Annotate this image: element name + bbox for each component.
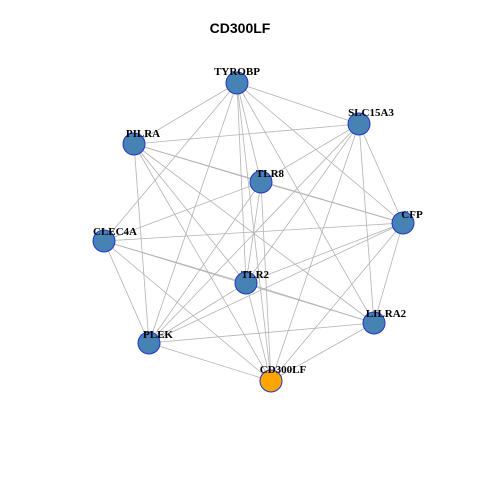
edge-clec4a-cd300lf [103,240,272,382]
edge-tyrobp-tlr2 [236,82,247,284]
node-tlr8 [249,170,273,194]
node-clec4a [92,229,116,253]
edge-slc15a3-pilra [133,123,360,145]
edge-cfp-lilra2 [373,222,404,324]
edge-tyrobp-pilra [133,82,238,145]
node-cfp [391,211,415,235]
edge-tlr2-cd300lf [245,282,272,382]
edge-pilra-plek [133,143,150,344]
edge-tlr8-plek [148,181,262,344]
node-lilra2 [362,311,386,335]
edge-lilra2-cd300lf [270,322,375,382]
node-label-tlr8: TLR8 [256,168,285,180]
diagram-title: CD300LF [209,20,271,36]
node-label-lilra2: LILRA2 [366,308,407,320]
edge-tlr8-cfp [260,181,404,224]
node-label-pilra: PILRA [126,128,160,140]
node-label-clec4a: CLEC4A [93,226,137,238]
edge-tyrobp-cfp [236,82,404,224]
node-label-cd300lf: CD300LF [260,364,307,376]
node-tyrobp [225,71,249,95]
node-label-cfp: CFP [401,209,423,221]
edge-pilra-lilra2 [133,143,375,324]
edge-lilra2-plek [148,322,375,344]
nodes-layer [92,71,415,393]
edge-slc15a3-tlr8 [260,123,360,183]
edge-tlr8-clec4a [103,181,262,242]
node-plek [137,331,161,355]
node-label-slc15a3: SLC15A3 [348,107,394,119]
edge-tyrobp-plek [148,82,238,344]
edge-slc15a3-cfp [358,123,404,224]
node-cd300lf [259,369,283,393]
node-label-plek: PLEK [143,329,173,341]
edge-tyrobp-lilra2 [236,82,375,324]
edge-tyrobp-tlr8 [236,82,262,183]
edge-slc15a3-lilra2 [358,123,375,324]
edge-cfp-tlr2 [245,222,404,284]
edge-plek-cd300lf [148,342,272,382]
node-slc15a3 [347,112,371,136]
edge-clec4a-plek [103,240,150,344]
edge-tlr8-cd300lf [260,181,272,382]
edge-tlr8-tlr2 [245,181,262,284]
edge-tlr2-plek [148,282,247,344]
edge-cfp-plek [148,222,404,344]
edge-slc15a3-cd300lf [270,123,360,382]
node-pilra [122,132,146,156]
node-label-tlr2: TLR2 [241,269,270,281]
edge-slc15a3-tlr2 [245,123,360,284]
node-tlr2 [234,271,258,295]
edge-tyrobp-slc15a3 [236,82,360,125]
edge-cfp-cd300lf [270,222,404,382]
node-label-tyrobp: TYROBP [214,66,260,78]
edge-pilra-tlr2 [133,143,247,284]
edge-tlr2-lilra2 [245,282,375,324]
edge-pilra-cd300lf [133,143,272,382]
edge-cfp-clec4a [103,222,404,242]
edge-tyrobp-clec4a [103,82,238,242]
edges-layer [103,82,404,382]
